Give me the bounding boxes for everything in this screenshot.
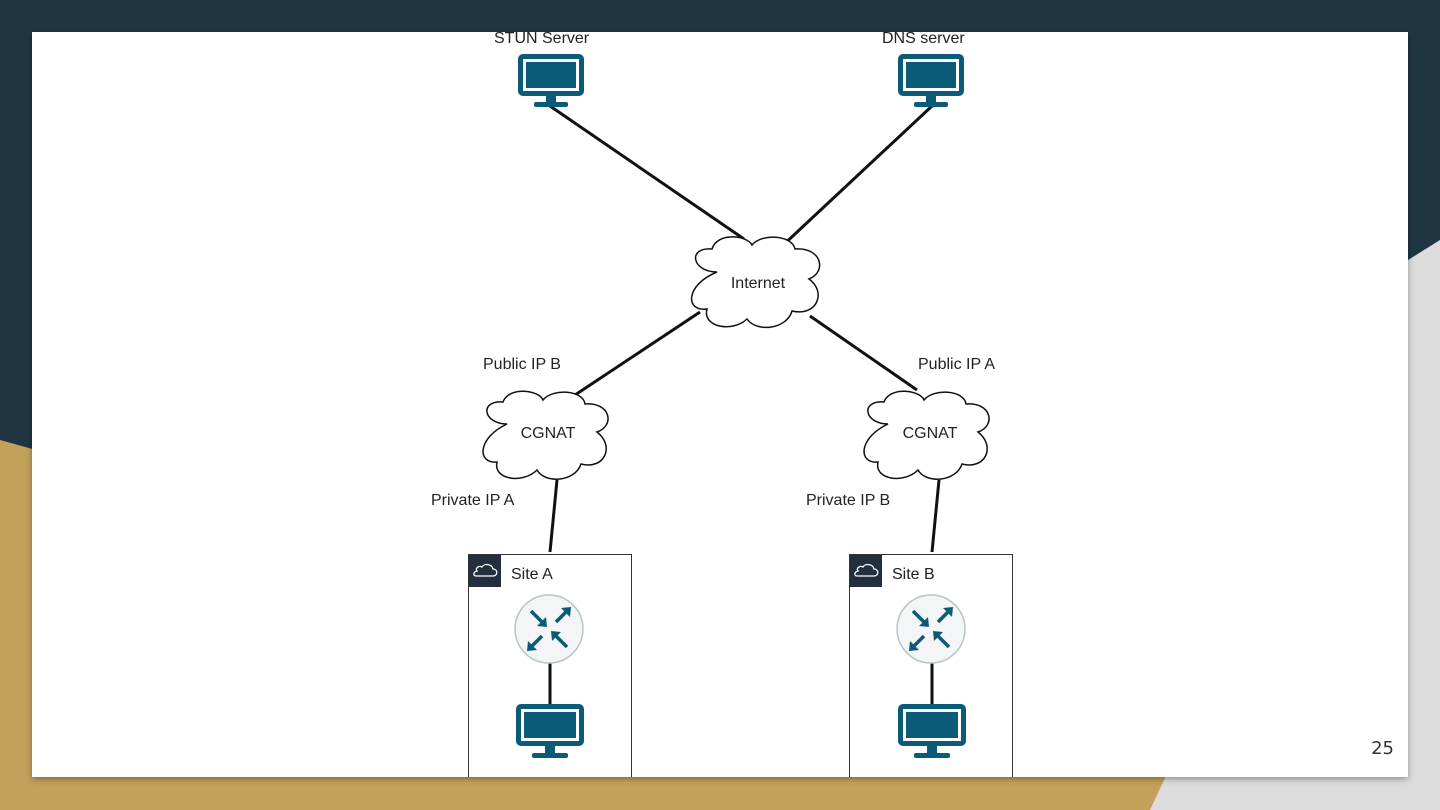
stun-server-icon [518, 54, 584, 107]
cgnat-right-cloud-icon [863, 390, 990, 480]
public-ip-a-label: Public IP A [918, 356, 996, 373]
internet-label: Internet [730, 275, 786, 292]
site-a-computer-icon [516, 704, 584, 758]
dns-server-label: DNS server [882, 32, 965, 47]
slide: STUN Server DNS server Internet CGNAT CG… [32, 32, 1408, 777]
private-ip-b-label: Private IP B [806, 492, 891, 509]
page-number: 25 [1371, 738, 1394, 759]
connection-lines [548, 104, 941, 704]
private-ip-a-label: Private IP A [431, 492, 515, 509]
site-b-computer-icon [898, 704, 966, 758]
router-b-icon [896, 594, 966, 664]
internet-cloud-icon [691, 236, 821, 329]
site-b-group [849, 554, 1013, 777]
cgnat-right-label: CGNAT [902, 425, 958, 442]
dns-server-icon [898, 54, 964, 107]
stun-server-label: STUN Server [494, 32, 590, 47]
site-a-group [468, 554, 632, 777]
cgnat-left-label: CGNAT [520, 425, 576, 442]
public-ip-b-label: Public IP B [483, 356, 561, 373]
cgnat-left-cloud-icon [482, 390, 609, 480]
network-diagram [468, 54, 1013, 777]
site-b-label: Site B [892, 566, 935, 583]
router-a-icon [514, 594, 584, 664]
site-a-label: Site A [511, 566, 553, 583]
